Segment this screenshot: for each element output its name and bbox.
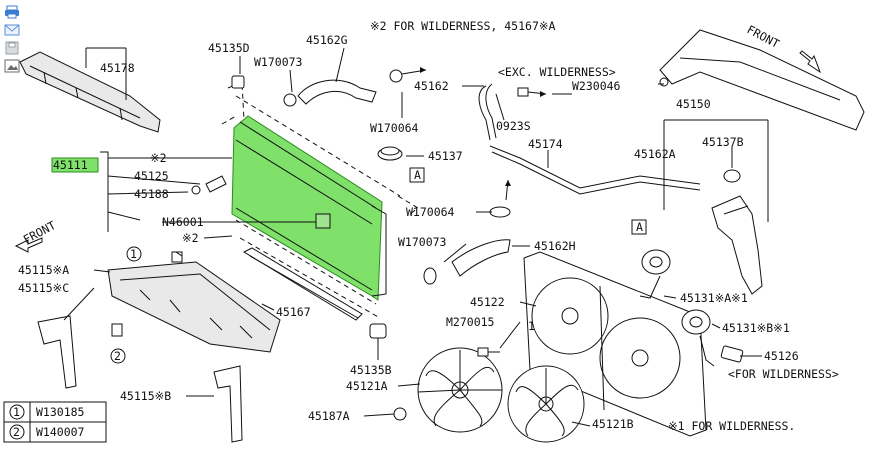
- part-label-45162[interactable]: 45162: [414, 79, 449, 93]
- nut-part[interactable]: [393, 407, 407, 421]
- legend-num-2: 2: [13, 425, 20, 439]
- fan-motor-b-part[interactable]: [681, 309, 715, 367]
- ref-a-box-2: [631, 219, 647, 235]
- seal-strip-part[interactable]: [242, 247, 363, 321]
- circle-num-1-b: 1: [528, 319, 535, 333]
- upper-hose-part[interactable]: [283, 69, 403, 107]
- ref-a-1: A: [414, 168, 421, 182]
- part-label-45137[interactable]: 45137: [428, 149, 463, 163]
- part-label-W170073-b[interactable]: W170073: [398, 235, 447, 249]
- part-label-45131A[interactable]: 45131※A※1: [680, 291, 748, 305]
- legend-num-1: 1: [13, 405, 20, 419]
- part-label-45150[interactable]: 45150: [676, 97, 711, 111]
- clip-1-part[interactable]: [171, 251, 183, 263]
- ref-a-2: A: [636, 220, 643, 234]
- air-duct-part[interactable]: [19, 51, 161, 133]
- image-icon[interactable]: [4, 58, 20, 73]
- clip-2-part[interactable]: [111, 323, 123, 337]
- mount-cushion-upper[interactable]: [231, 75, 245, 89]
- part-label-W170064-b[interactable]: W170064: [406, 205, 455, 219]
- fan-b-part[interactable]: [507, 365, 585, 443]
- part-label-N46001[interactable]: N46001: [162, 215, 204, 229]
- part-label-45122[interactable]: 45122: [470, 295, 505, 309]
- side-toolbar: [0, 0, 26, 80]
- part-label-45174[interactable]: 45174: [528, 137, 563, 151]
- note-bottom: ※1 FOR WILDERNESS.: [668, 419, 795, 433]
- resistor-part[interactable]: [720, 345, 744, 363]
- note-exc-wilderness: <EXC. WILDERNESS>: [498, 65, 616, 79]
- printer-icon[interactable]: [4, 4, 20, 19]
- part-label-45162A[interactable]: 45162A: [634, 147, 676, 161]
- part-label-45121B[interactable]: 45121B: [592, 417, 634, 431]
- bracket-b-part[interactable]: [213, 365, 243, 443]
- part-label-star2-b[interactable]: ※2: [182, 231, 199, 245]
- bracket-c-part[interactable]: [37, 315, 77, 389]
- part-label-W170064-a[interactable]: W170064: [370, 121, 419, 135]
- part-label-0923S[interactable]: 0923S: [496, 119, 531, 133]
- radiator-part[interactable]: [231, 115, 387, 301]
- reservoir-tank-part[interactable]: [711, 169, 763, 295]
- circle-num-2: 2: [114, 349, 121, 363]
- note-wilderness-top: ※2 FOR WILDERNESS, 45167※A: [370, 19, 556, 33]
- part-label-45162H[interactable]: 45162H: [534, 239, 576, 253]
- legend-code-2: W140007: [36, 425, 85, 439]
- part-label-star2-a[interactable]: ※2: [150, 151, 167, 165]
- part-label-45167[interactable]: 45167: [276, 305, 311, 319]
- fan-a-part[interactable]: [417, 347, 503, 433]
- part-label-45126[interactable]: 45126: [764, 349, 799, 363]
- drain-plug-part[interactable]: [191, 175, 227, 195]
- part-label-45187A[interactable]: 45187A: [308, 409, 350, 423]
- part-label-M270015[interactable]: M270015: [446, 315, 494, 329]
- part-label-45115B[interactable]: 45115※B: [120, 389, 171, 403]
- part-label-45188[interactable]: 45188: [134, 187, 169, 201]
- part-label-45137B[interactable]: 45137B: [702, 135, 744, 149]
- ref-a-box-1: [409, 167, 425, 183]
- envelope-icon[interactable]: [4, 22, 20, 36]
- radiator-cap-part[interactable]: [377, 146, 403, 161]
- lower-hose-part[interactable]: [423, 206, 511, 285]
- note-for-wilderness: <FOR WILDERNESS>: [728, 367, 839, 381]
- part-label-45162G[interactable]: 45162G: [306, 33, 348, 47]
- disk-icon[interactable]: [4, 40, 20, 55]
- front-arrow-right: [799, 50, 822, 74]
- part-label-45131B[interactable]: 45131※B※1: [722, 321, 790, 335]
- part-label-45135B[interactable]: 45135B: [350, 363, 392, 377]
- fan-motor-a-part[interactable]: [639, 249, 671, 299]
- part-label-45115C[interactable]: 45115※C: [18, 281, 69, 295]
- highlight-45111-box: [51, 157, 99, 173]
- legend-code-1: W130185: [36, 405, 84, 419]
- part-label-W170073-a[interactable]: W170073: [254, 55, 303, 69]
- legend-table: 1 2 W130185 W140007: [3, 401, 107, 443]
- body-panel-part[interactable]: [659, 29, 865, 131]
- part-label-45111[interactable]: 45111: [53, 158, 88, 172]
- circle-num-1: 1: [130, 247, 137, 261]
- front-arrow-left: [14, 237, 43, 253]
- bolt-part[interactable]: [477, 347, 500, 357]
- under-cover-part[interactable]: [107, 261, 281, 353]
- part-label-45178[interactable]: 45178: [100, 61, 135, 75]
- part-label-W230046[interactable]: W230046: [572, 79, 621, 93]
- overflow-pipe-part[interactable]: [489, 145, 701, 195]
- part-label-45125[interactable]: 45125: [134, 169, 169, 183]
- part-label-45135D[interactable]: 45135D: [208, 41, 250, 55]
- mount-cushion-lower[interactable]: [369, 323, 387, 339]
- part-label-45121A[interactable]: 45121A: [346, 379, 388, 393]
- part-label-45115A[interactable]: 45115※A: [18, 263, 69, 277]
